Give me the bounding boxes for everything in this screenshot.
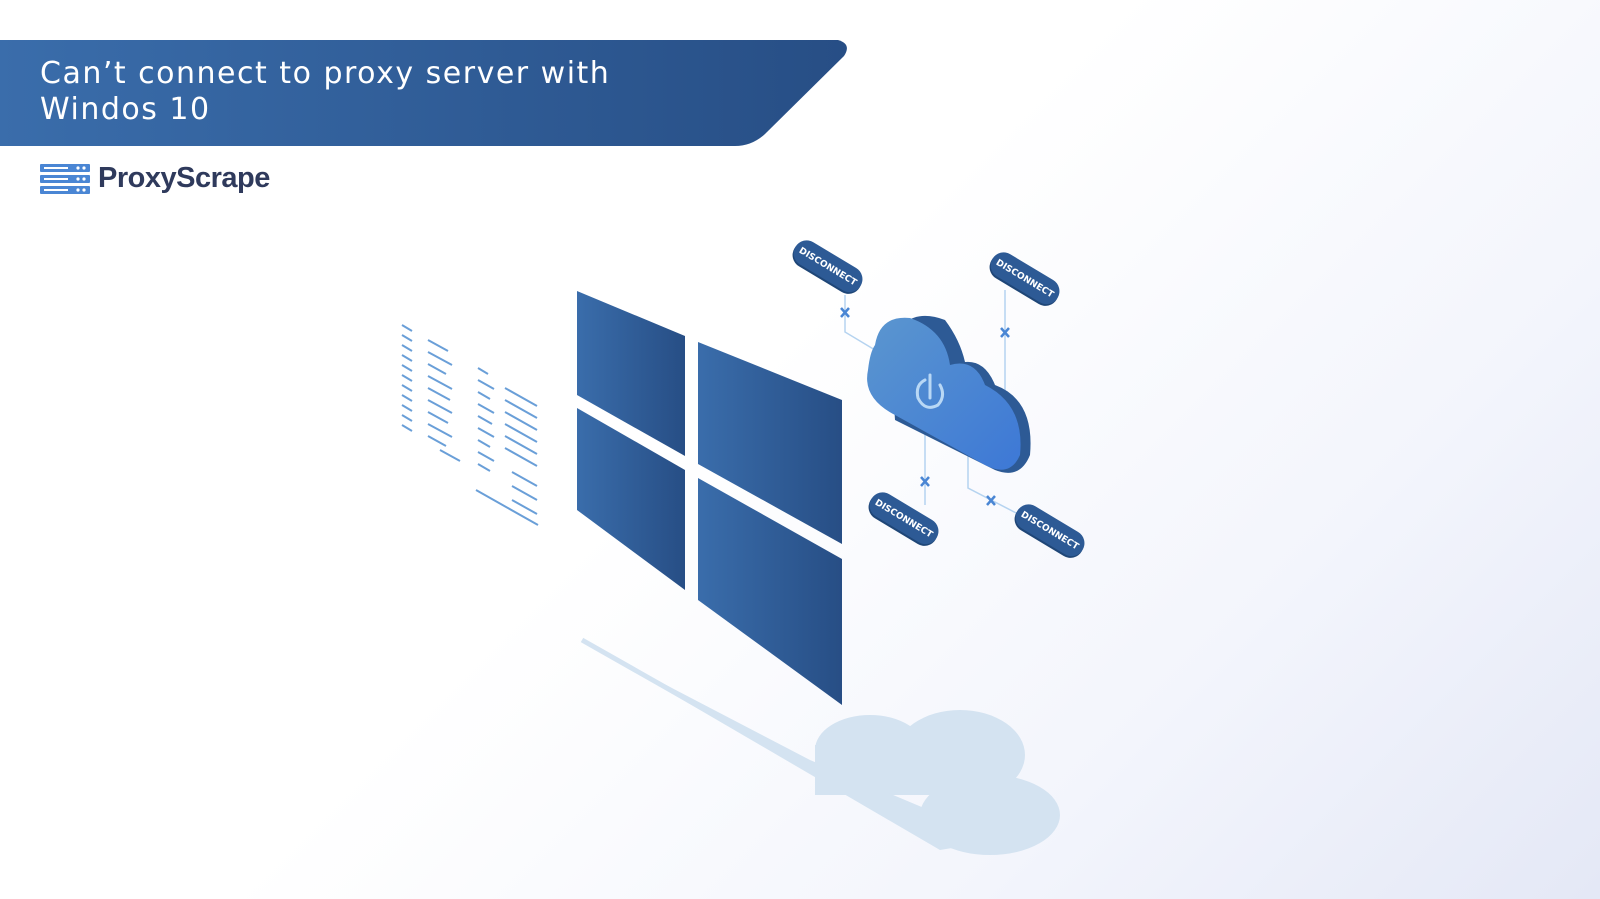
svg-text:DISCONNECT: DISCONNECT — [994, 258, 1056, 301]
disconnect-pill: DISCONNECT — [1014, 504, 1085, 558]
shadow-cloud — [580, 640, 1060, 855]
svg-text:DISCONNECT: DISCONNECT — [873, 498, 935, 541]
svg-text:DISCONNECT: DISCONNECT — [797, 246, 859, 289]
disconnect-pill: DISCONNECT — [792, 240, 863, 294]
disconnect-pill: DISCONNECT — [868, 492, 939, 546]
code-lines-decoration — [401, 324, 539, 526]
x-mark-icon — [840, 307, 1010, 506]
server-stack-icon — [40, 163, 90, 194]
windows-logo — [577, 291, 842, 705]
page-title: Can’t connect to proxy server with Windo… — [40, 56, 610, 128]
brand-logo: ProxyScrape — [40, 162, 270, 195]
svg-text:DISCONNECT: DISCONNECT — [1019, 510, 1081, 553]
power-icon — [915, 373, 945, 409]
title-line-1: Can’t connect to proxy server with — [40, 56, 611, 91]
cloud-icon — [867, 315, 1031, 473]
title-banner — [0, 40, 847, 146]
title-line-2: Windos 10 — [40, 92, 211, 127]
disconnect-pill: DISCONNECT — [989, 252, 1060, 306]
brand-name: ProxyScrape — [98, 162, 270, 194]
